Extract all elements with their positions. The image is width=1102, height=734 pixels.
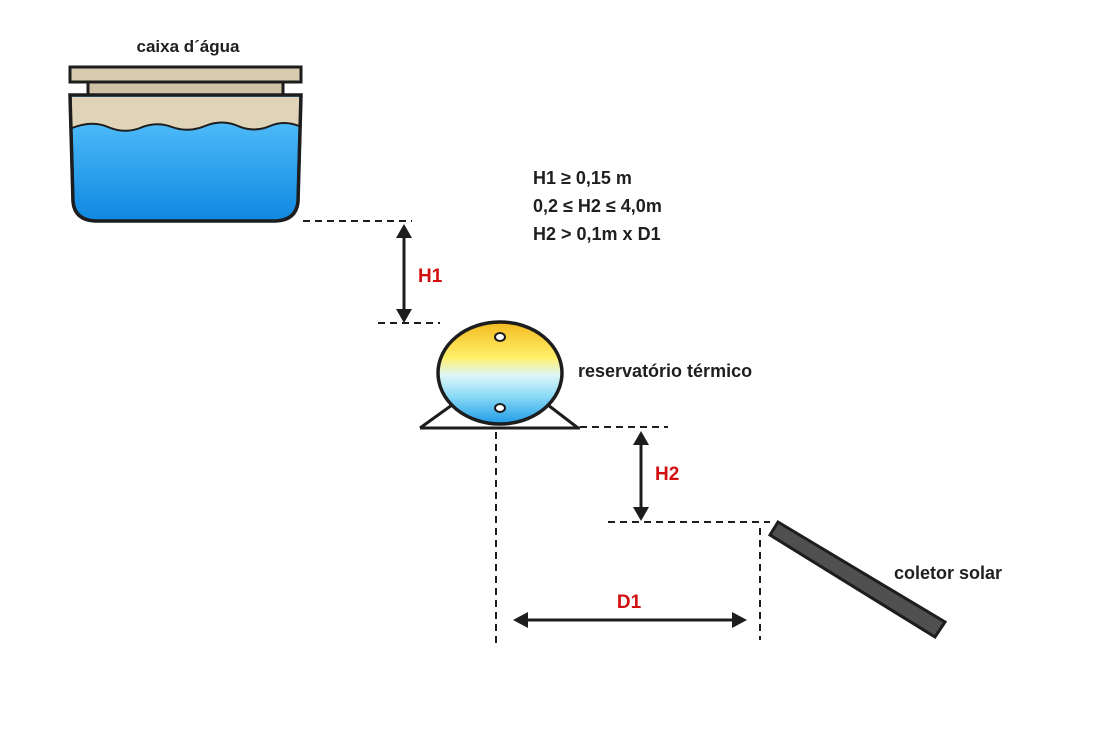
water-tank bbox=[68, 65, 303, 223]
h1-dimension bbox=[303, 220, 440, 324]
reservoir-bottom-port bbox=[494, 403, 506, 413]
h2-arrow-head-top bbox=[633, 431, 649, 445]
formula-h2-d1: H2 > 0,1m x D1 bbox=[533, 224, 661, 244]
water-tank-lid-top bbox=[68, 65, 303, 84]
thermal-reservoir bbox=[419, 320, 580, 430]
d1-arrow-head-right bbox=[732, 612, 747, 628]
water-tank-outline bbox=[68, 93, 303, 223]
solar-collector bbox=[767, 519, 948, 640]
water-tank-label: caixa d´água bbox=[137, 37, 241, 56]
h2-dimension bbox=[580, 426, 770, 523]
reservoir-top-port bbox=[494, 332, 506, 342]
d1-dimension bbox=[495, 432, 761, 648]
h2-label: H2 bbox=[655, 464, 679, 485]
thermal-reservoir-label: reservatório térmico bbox=[578, 361, 752, 381]
h1-arrow-head-top bbox=[396, 224, 412, 238]
reservoir-tank bbox=[436, 320, 564, 426]
reservoir-support-stand bbox=[419, 403, 580, 430]
water-tank-lid-neck bbox=[86, 80, 285, 97]
water-surface-line bbox=[71, 121, 300, 132]
solar-collector-panel bbox=[767, 519, 948, 640]
d1-label: D1 bbox=[617, 592, 642, 613]
solar-collector-label: coletor solar bbox=[894, 563, 1002, 583]
d1-arrow-head-left bbox=[513, 612, 528, 628]
water-tank-empty-space bbox=[72, 97, 299, 131]
formula-h2-range: 0,2 ≤ H2 ≤ 4,0m bbox=[533, 196, 662, 216]
formula-h1: H1 ≥ 0,15 m bbox=[533, 168, 632, 188]
h1-label: H1 bbox=[418, 266, 443, 287]
h1-arrow-head-bottom bbox=[396, 309, 412, 323]
h2-arrow-head-bottom bbox=[633, 507, 649, 521]
